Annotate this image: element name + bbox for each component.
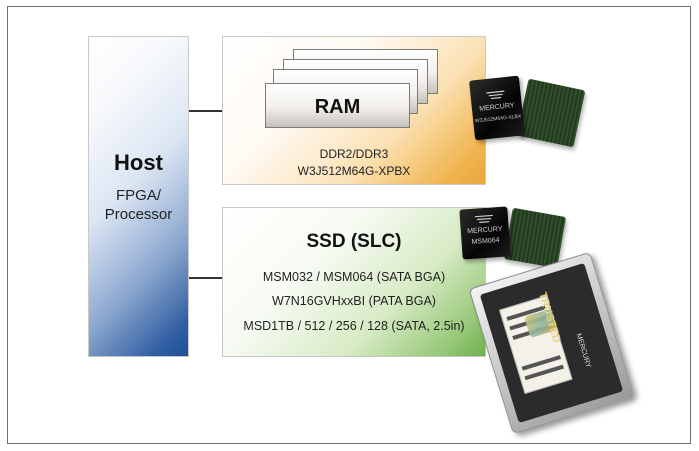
ssd-chip-back bbox=[503, 207, 567, 269]
ssd-line-1: MSM032 / MSM064 (SATA BGA) bbox=[262, 270, 446, 284]
mercury-logo-icon bbox=[474, 214, 493, 223]
ssd-title: SSD (SLC) bbox=[306, 231, 402, 252]
ssd-drive-side-text: MERCURY bbox=[574, 332, 592, 369]
ram-chip-front: MERCURY W3J512M64G-XLBX bbox=[469, 75, 525, 141]
ssd-chip-front: MERCURY MSM064 bbox=[459, 206, 511, 260]
host-title: Host bbox=[114, 150, 163, 175]
ssd-line-2: W7N16GVHxxBI (PATA BGA) bbox=[272, 294, 436, 308]
ram-type-text: DDR2/DDR3 bbox=[319, 147, 389, 161]
ssd-line-3: MSD1TB / 512 / 256 / 128 (SATA, 2.5in) bbox=[243, 319, 465, 333]
ssd-drive-label bbox=[499, 295, 573, 395]
ram-chip-text: W3J512M64G-XLBX bbox=[474, 113, 522, 125]
host-subtitle-line2: Processor bbox=[104, 206, 173, 223]
ssd-chip-brand: MERCURY bbox=[466, 225, 503, 236]
ram-part-text: W3J512M64G-XPBX bbox=[297, 164, 411, 178]
ram-block: RAM DDR2/DDR3 W3J512M64G-XPBX bbox=[222, 36, 486, 185]
host-subtitle-line1: FPGA/ bbox=[115, 187, 161, 204]
ssd-chip-text: MSM064 bbox=[471, 237, 500, 246]
ram-module-front: RAM bbox=[265, 83, 410, 128]
host-block: Host FPGA/ Processor bbox=[88, 36, 189, 357]
host-ssd-connector bbox=[189, 277, 222, 279]
mercury-logo-icon bbox=[486, 90, 505, 100]
ssd-block: SSD (SLC) MSM032 / MSM064 (SATA BGA) W7N… bbox=[222, 207, 486, 357]
host-subtitle: FPGA/ Processor bbox=[89, 186, 188, 224]
ram-label: RAM bbox=[314, 96, 361, 118]
ram-chip-brand: MERCURY bbox=[479, 102, 515, 113]
ram-chip-back bbox=[516, 78, 586, 148]
